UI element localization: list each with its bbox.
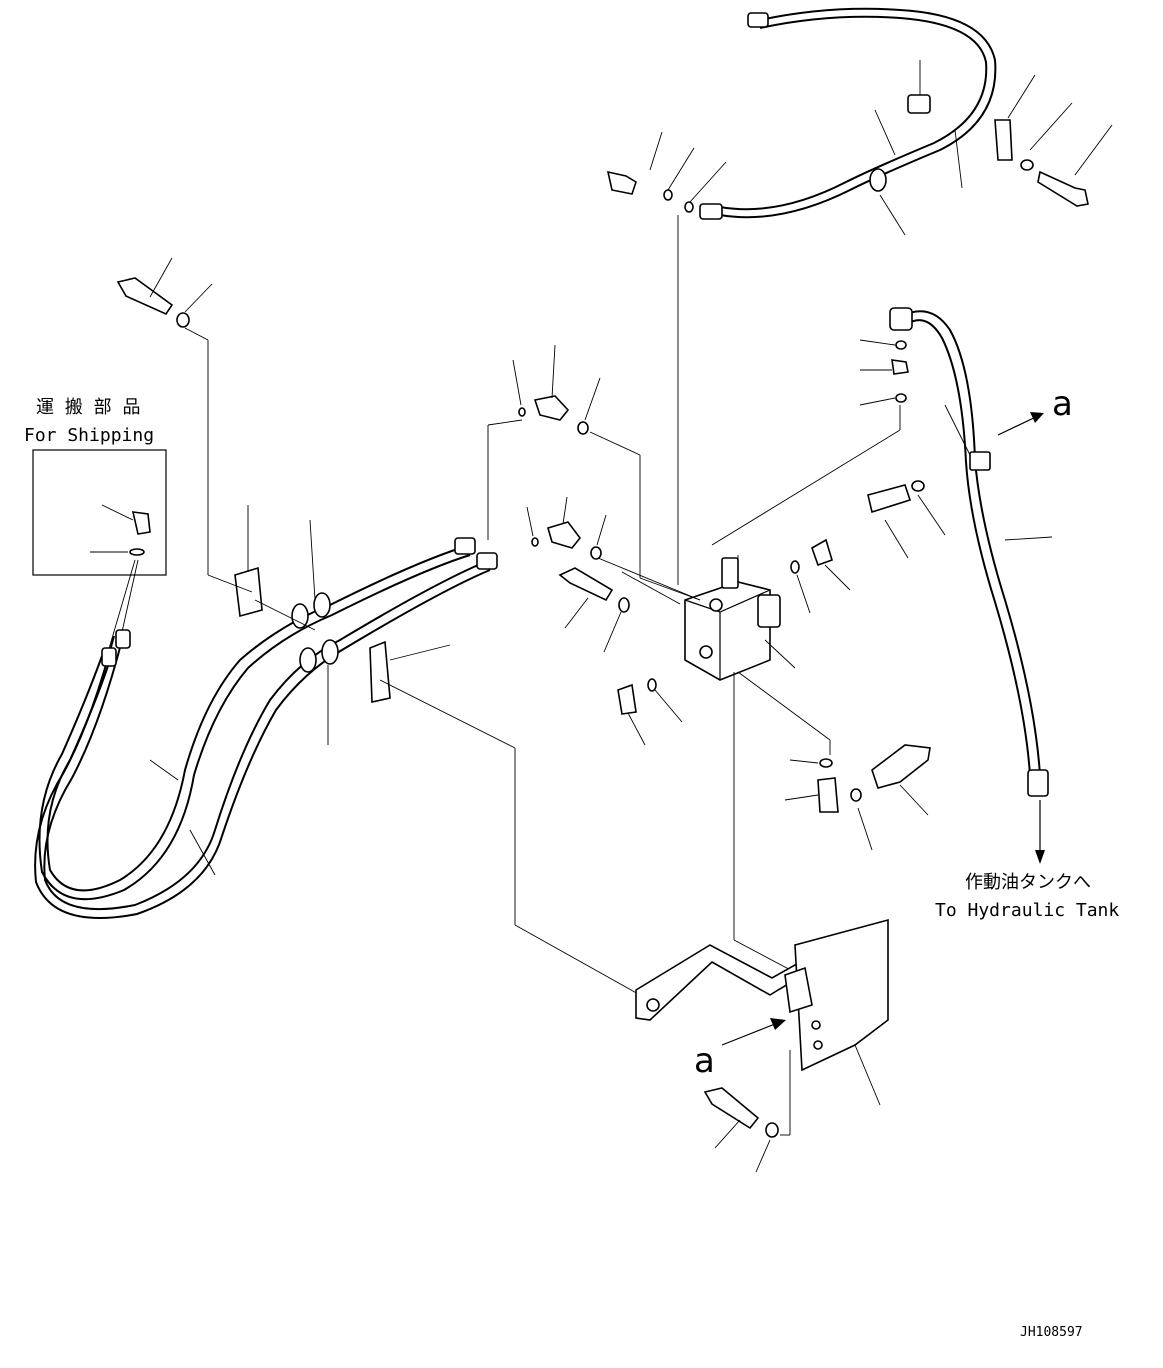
adapter-part [891,359,909,375]
hose-clamp-left [234,566,263,618]
valve-block [684,555,796,681]
pressure-switch [871,744,931,789]
sleeve-part [907,94,931,114]
hose-fitting-lower [476,552,498,570]
mounting-plate [794,918,889,1072]
washer-part [911,480,925,492]
tank-return-hose [711,307,1053,797]
plug-part [617,683,637,715]
hose-grommet [869,168,887,192]
valve-fittings [512,344,851,746]
shipping-o-ring [129,548,145,556]
bolt-part [116,277,174,316]
o-ring-part [895,340,907,350]
o-ring-part [895,393,907,403]
tank-direction-arrow: 作動油タンクへ To Hydraulic Tank [935,800,1119,921]
grommet-lower-a [299,647,317,673]
bolt-part [558,567,614,602]
bracket-tab [784,966,813,1014]
reference-arrow-a-top: a [997,384,1073,436]
mounting-bracket [635,918,889,1106]
o-ring-part [663,189,673,201]
shipping-frame [32,449,167,576]
drawing-id: JH108597 [1020,1325,1083,1340]
reference-arrow-a-bottom: a [694,1018,786,1081]
grommet-lower-b [321,639,339,665]
hose-fitting-left [699,203,723,220]
solenoid-stem [721,557,739,589]
hose-elbow-fitting [889,307,913,331]
tank-label-en: To Hydraulic Tank [935,900,1119,921]
solenoid-connector [757,594,781,628]
hose-clamp-right [369,640,391,703]
grommet-upper-a [291,603,309,629]
sensor-fittings [733,671,931,976]
elbow-fitting [547,521,582,549]
shipping-label-jp: 運 搬 部 品 [36,397,141,418]
grommet-upper-b [313,592,331,618]
bracket-arm [635,944,834,1021]
plug-part [811,538,833,567]
washer-part [1020,159,1034,171]
hose-end-fitting [1027,769,1049,797]
hose-fitting-top [747,12,769,28]
top-hose-assembly [606,7,1113,585]
shipping-plug [131,511,151,535]
elbow-fitting [533,395,570,421]
hose-end-b [115,629,131,649]
shipping-parts-box: 運 搬 部 品 For Shipping [24,397,167,653]
hose-fitting-upper [454,537,476,555]
clamp-part [994,119,1013,161]
tank-label-jp: 作動油タンクへ [965,872,1091,893]
washer-part [765,1122,779,1138]
bolt-part [1037,170,1089,207]
bolt-part [867,484,912,514]
shipping-label-en: For Shipping [24,425,154,446]
o-ring-part [684,201,694,213]
bolt-part [703,1087,760,1130]
left-hose-assembly [34,257,641,996]
bottom-bolt-assembly [703,1050,791,1173]
hose-end-a [101,647,117,667]
adapter-part [606,170,637,195]
ref-a-top-label: a [1052,384,1073,424]
sensor-adapter [817,777,839,813]
ref-a-bottom-label: a [694,1041,715,1081]
hose-clip [969,451,991,471]
